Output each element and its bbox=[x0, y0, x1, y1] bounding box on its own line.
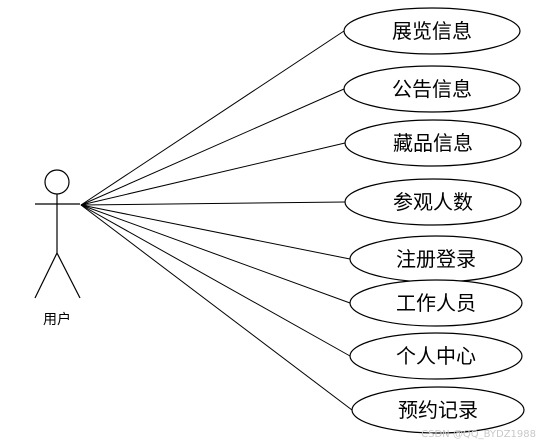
association-register-login bbox=[80, 204, 351, 260]
use-case-label: 公告信息 bbox=[392, 77, 472, 101]
use-case-reservation-record: 预约记录 bbox=[351, 386, 525, 434]
association-reservation-record bbox=[80, 204, 353, 411]
use-case-label: 参观人数 bbox=[393, 190, 473, 214]
actor-left-leg bbox=[34, 252, 58, 299]
actor-user: 用户 bbox=[34, 169, 81, 328]
use-case-visitor-count: 参观人数 bbox=[344, 178, 522, 226]
association-announcement-info bbox=[80, 88, 345, 206]
watermark: CSDN @QQ_BYDZ1988 bbox=[421, 429, 536, 440]
use-case-ellipse bbox=[349, 279, 523, 327]
actor-right-leg bbox=[56, 252, 81, 299]
use-case-register-login: 注册登录 bbox=[349, 235, 523, 283]
use-case-label: 个人中心 bbox=[396, 344, 476, 368]
association-exhibition-info bbox=[80, 30, 345, 206]
association-collection-info bbox=[80, 142, 346, 206]
use-case-label: 注册登录 bbox=[396, 247, 476, 271]
use-case-ellipse bbox=[343, 7, 521, 55]
use-case-ellipse bbox=[349, 332, 523, 380]
use-case-ellipse bbox=[343, 65, 521, 113]
use-case-label: 预约记录 bbox=[398, 398, 478, 422]
use-case-ellipse bbox=[344, 119, 522, 167]
use-case-ellipse bbox=[351, 386, 525, 434]
actor-head bbox=[44, 169, 70, 195]
use-case-label: 藏品信息 bbox=[393, 131, 473, 155]
use-case-ellipse bbox=[344, 178, 522, 226]
association-visitor-count bbox=[80, 201, 346, 206]
use-case-label: 展览信息 bbox=[392, 19, 472, 43]
association-lines bbox=[80, 30, 353, 411]
use-case-exhibition-info: 展览信息 bbox=[343, 7, 521, 55]
use-case-label: 工作人员 bbox=[396, 291, 476, 315]
use-case-personal-center: 个人中心 bbox=[349, 332, 523, 380]
use-case-collection-info: 藏品信息 bbox=[344, 119, 522, 167]
use-case-staff: 工作人员 bbox=[349, 279, 523, 327]
association-personal-center bbox=[80, 204, 351, 357]
actor-label: 用户 bbox=[43, 311, 71, 328]
association-staff bbox=[80, 204, 351, 304]
use-case-announcement-info: 公告信息 bbox=[343, 65, 521, 113]
